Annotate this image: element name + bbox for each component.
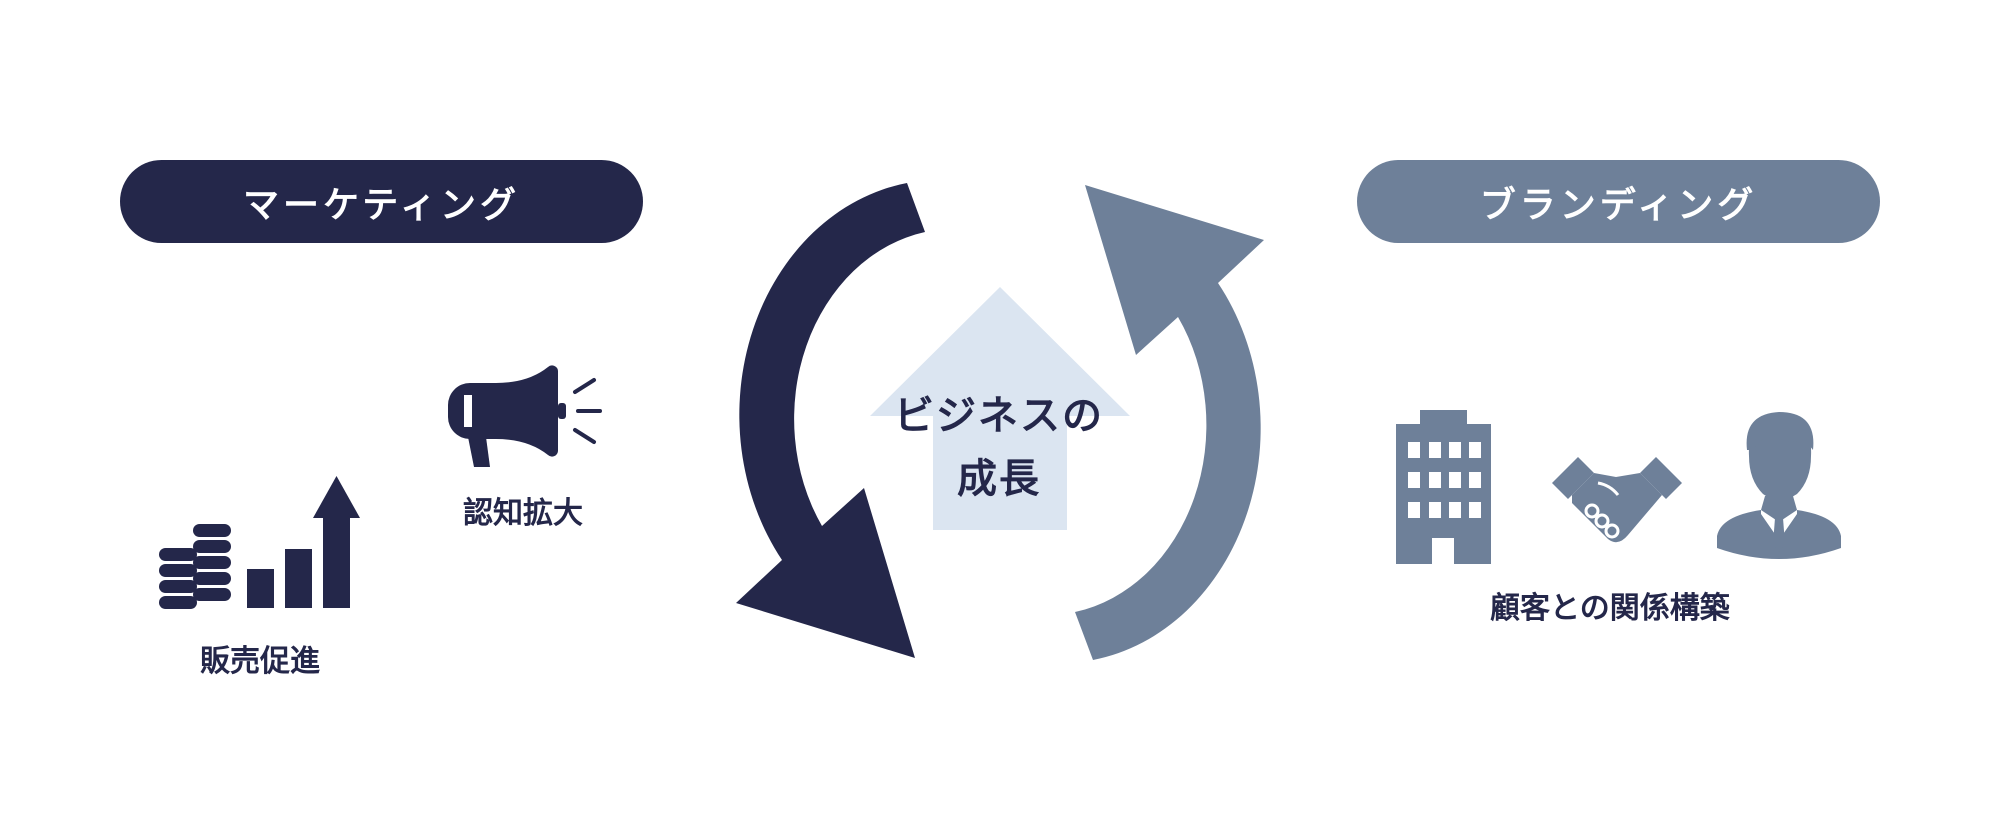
branding-cycle-arrow-icon [1075, 185, 1264, 660]
office-building-icon [1396, 410, 1491, 564]
awareness-expansion-label: 認知拡大 [463, 496, 583, 531]
sales-promotion-label: 販売促進 [200, 644, 320, 679]
growth-bar-chart-icon [247, 476, 360, 608]
marketing-cycle-arrow-icon [736, 183, 925, 658]
branding-heading: ブランディング [1357, 160, 1880, 243]
marketing-heading: マーケティング [120, 160, 643, 243]
center-title-line1: ビジネスの [894, 393, 1104, 439]
center-title-line2: 成長 [957, 456, 1041, 502]
growth-up-arrow-icon [870, 287, 1130, 530]
handshake-icon [1552, 457, 1682, 543]
businessman-icon [1717, 412, 1841, 559]
megaphone-icon [448, 365, 602, 467]
coin-stack-icon [159, 524, 231, 609]
customer-relationship-label: 顧客との関係構築 [1490, 591, 1730, 626]
